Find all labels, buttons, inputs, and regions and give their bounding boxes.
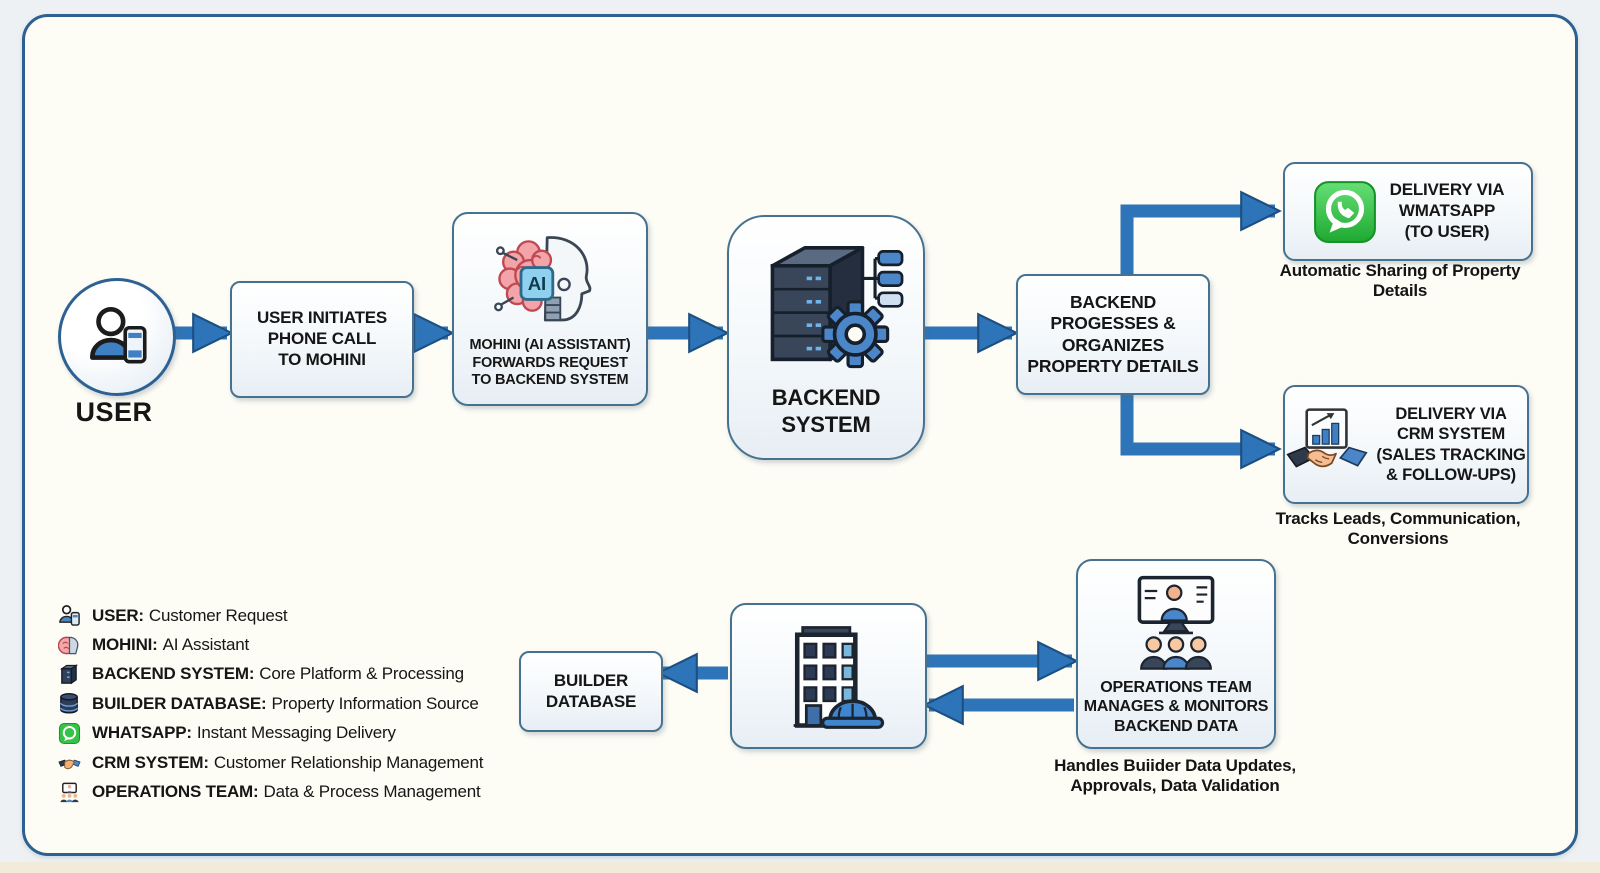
- node-mohini: AI MOHINI (AI ASSISTANT) FORWARDS REQUES…: [452, 212, 648, 406]
- caption-line: Property Details: [1372, 261, 1521, 301]
- node-text: (SALES TRACKING: [1376, 445, 1526, 464]
- team-monitor-icon: [1137, 575, 1215, 670]
- node-delivery-whatsapp: DELIVERY VIA WMATSAPP (TO USER): [1283, 162, 1533, 261]
- legend-desc: Customer Relationship Management: [213, 752, 484, 772]
- node-text: MANAGES & MONITORS: [1083, 698, 1269, 716]
- caption-line: Handles Buiider Data Updates,: [1054, 756, 1296, 775]
- legend-item-operations: OPERATIONS TEAM: Data & Process Manageme…: [58, 777, 483, 806]
- legend-term: MOHINI:: [92, 635, 158, 655]
- node-text: TO MOHINI: [278, 349, 366, 369]
- caption-line: Approvals, Data Validation: [1070, 776, 1280, 796]
- node-text: DATABASE: [545, 691, 637, 711]
- node-text: BUILDER: [553, 670, 629, 690]
- user-label: USER: [75, 397, 153, 427]
- legend-term: BUILDER DATABASE:: [92, 693, 267, 713]
- legend-term: USER:: [92, 605, 144, 625]
- caption-line: Tracks Leads, Communication,: [1275, 509, 1521, 528]
- legend-desc: AI Assistant: [162, 635, 250, 655]
- caption-operations: Handles Buiider Data Updates, Approvals,…: [1025, 756, 1325, 796]
- handshake-chart-icon: [1286, 407, 1369, 468]
- node-text: PHONE CALL: [267, 329, 377, 349]
- node-text: OPERATIONS TEAM: [1100, 678, 1252, 696]
- legend: USER: Customer Request MOHINI: AI Assist…: [58, 601, 484, 807]
- legend-term: CRM SYSTEM:: [92, 752, 209, 772]
- node-text: USER INITIATES: [256, 308, 388, 328]
- caption-line: Automatic Sharing of: [1279, 261, 1448, 280]
- node-text: FORWARDS REQUEST: [472, 354, 628, 371]
- node-user: [58, 278, 176, 396]
- legend-item-backend: BACKEND SYSTEM: Core Platform & Processi…: [58, 660, 483, 689]
- whatsapp-icon: [58, 722, 81, 744]
- legend-item-whatsapp: WHATSAPP: Instant Messaging Delivery: [58, 719, 483, 748]
- server-gear-icon: [770, 245, 904, 368]
- team-icon: [60, 782, 79, 802]
- legend-desc: Customer Request: [148, 605, 288, 625]
- node-operations-team: OPERATIONS TEAM MANAGES & MONITORS BACKE…: [1076, 559, 1276, 749]
- database-icon: [60, 693, 78, 714]
- handshake-icon: [58, 759, 81, 770]
- legend-item-mohini: MOHINI: AI Assistant: [58, 630, 483, 659]
- legend-term: BACKEND SYSTEM:: [92, 664, 255, 684]
- whatsapp-icon: [1313, 180, 1376, 243]
- node-text: PROPERTY DETAILS: [1027, 355, 1199, 376]
- server-icon: [60, 664, 79, 685]
- node-text: MOHINI (AI ASSISTANT): [469, 336, 631, 353]
- node-builder-database: BUILDER DATABASE: [519, 651, 663, 732]
- node-text: CRM SYSTEM: [1397, 425, 1506, 444]
- ai-badge: AI: [528, 273, 546, 294]
- bottom-strip: [0, 862, 1600, 873]
- caption-crm: Tracks Leads, Communication, Conversions: [1248, 509, 1548, 549]
- legend-item-builder-db: BUILDER DATABASE: Property Information S…: [58, 689, 483, 718]
- building-hardhat-icon: [793, 625, 884, 729]
- legend-desc: Property Information Source: [271, 693, 479, 713]
- caption-whatsapp: Automatic Sharing of Property Details: [1255, 261, 1545, 301]
- node-text: & FOLLOW-UPS): [1386, 465, 1516, 484]
- node-backend-system: BACKEND SYSTEM: [727, 215, 925, 460]
- node-text-block: DELIVERY VIA WMATSAPP (TO USER): [1390, 180, 1505, 242]
- legend-desc: Data & Process Management: [263, 782, 481, 802]
- node-text: DELIVERY VIA: [1395, 405, 1507, 424]
- node-builder-building: [730, 603, 927, 749]
- user-phone-icon: [59, 605, 80, 626]
- node-text-block: DELIVERY VIA CRM SYSTEM (SALES TRACKING …: [1376, 404, 1525, 485]
- node-text: DELIVERY VIA: [1389, 180, 1505, 200]
- node-text: ORGANIZES: [1061, 334, 1165, 355]
- node-text: BACKEND: [771, 384, 881, 410]
- node-text: BACKEND: [1069, 291, 1157, 312]
- legend-item-user: USER: Customer Request: [58, 601, 483, 630]
- node-text: (TO USER): [1404, 221, 1490, 241]
- node-text: WMATSAPP: [1398, 201, 1496, 221]
- legend-item-crm: CRM SYSTEM: Customer Relationship Manage…: [58, 748, 484, 777]
- node-delivery-crm: DELIVERY VIA CRM SYSTEM (SALES TRACKING …: [1283, 385, 1529, 504]
- legend-term: OPERATIONS TEAM:: [92, 782, 259, 802]
- legend-desc: Instant Messaging Delivery: [196, 723, 396, 743]
- node-text: PROGESSES &: [1050, 313, 1176, 334]
- legend-desc: Core Platform & Processing: [259, 664, 464, 684]
- node-backend-processes: BACKEND PROGESSES & ORGANIZES PROPERTY D…: [1016, 274, 1210, 395]
- user-phone-icon: [90, 306, 147, 364]
- ai-brain-icon: [58, 636, 79, 654]
- caption-line: Conversions: [1347, 529, 1449, 549]
- node-text: SYSTEM: [781, 411, 871, 437]
- node-text: TO BACKEND SYSTEM: [471, 372, 629, 389]
- node-user-call: USER INITIATES PHONE CALL TO MOHINI: [230, 281, 414, 398]
- node-text: BACKEND DATA: [1113, 717, 1239, 735]
- ai-brain-icon: AI: [494, 236, 592, 322]
- legend-term: WHATSAPP:: [92, 723, 192, 743]
